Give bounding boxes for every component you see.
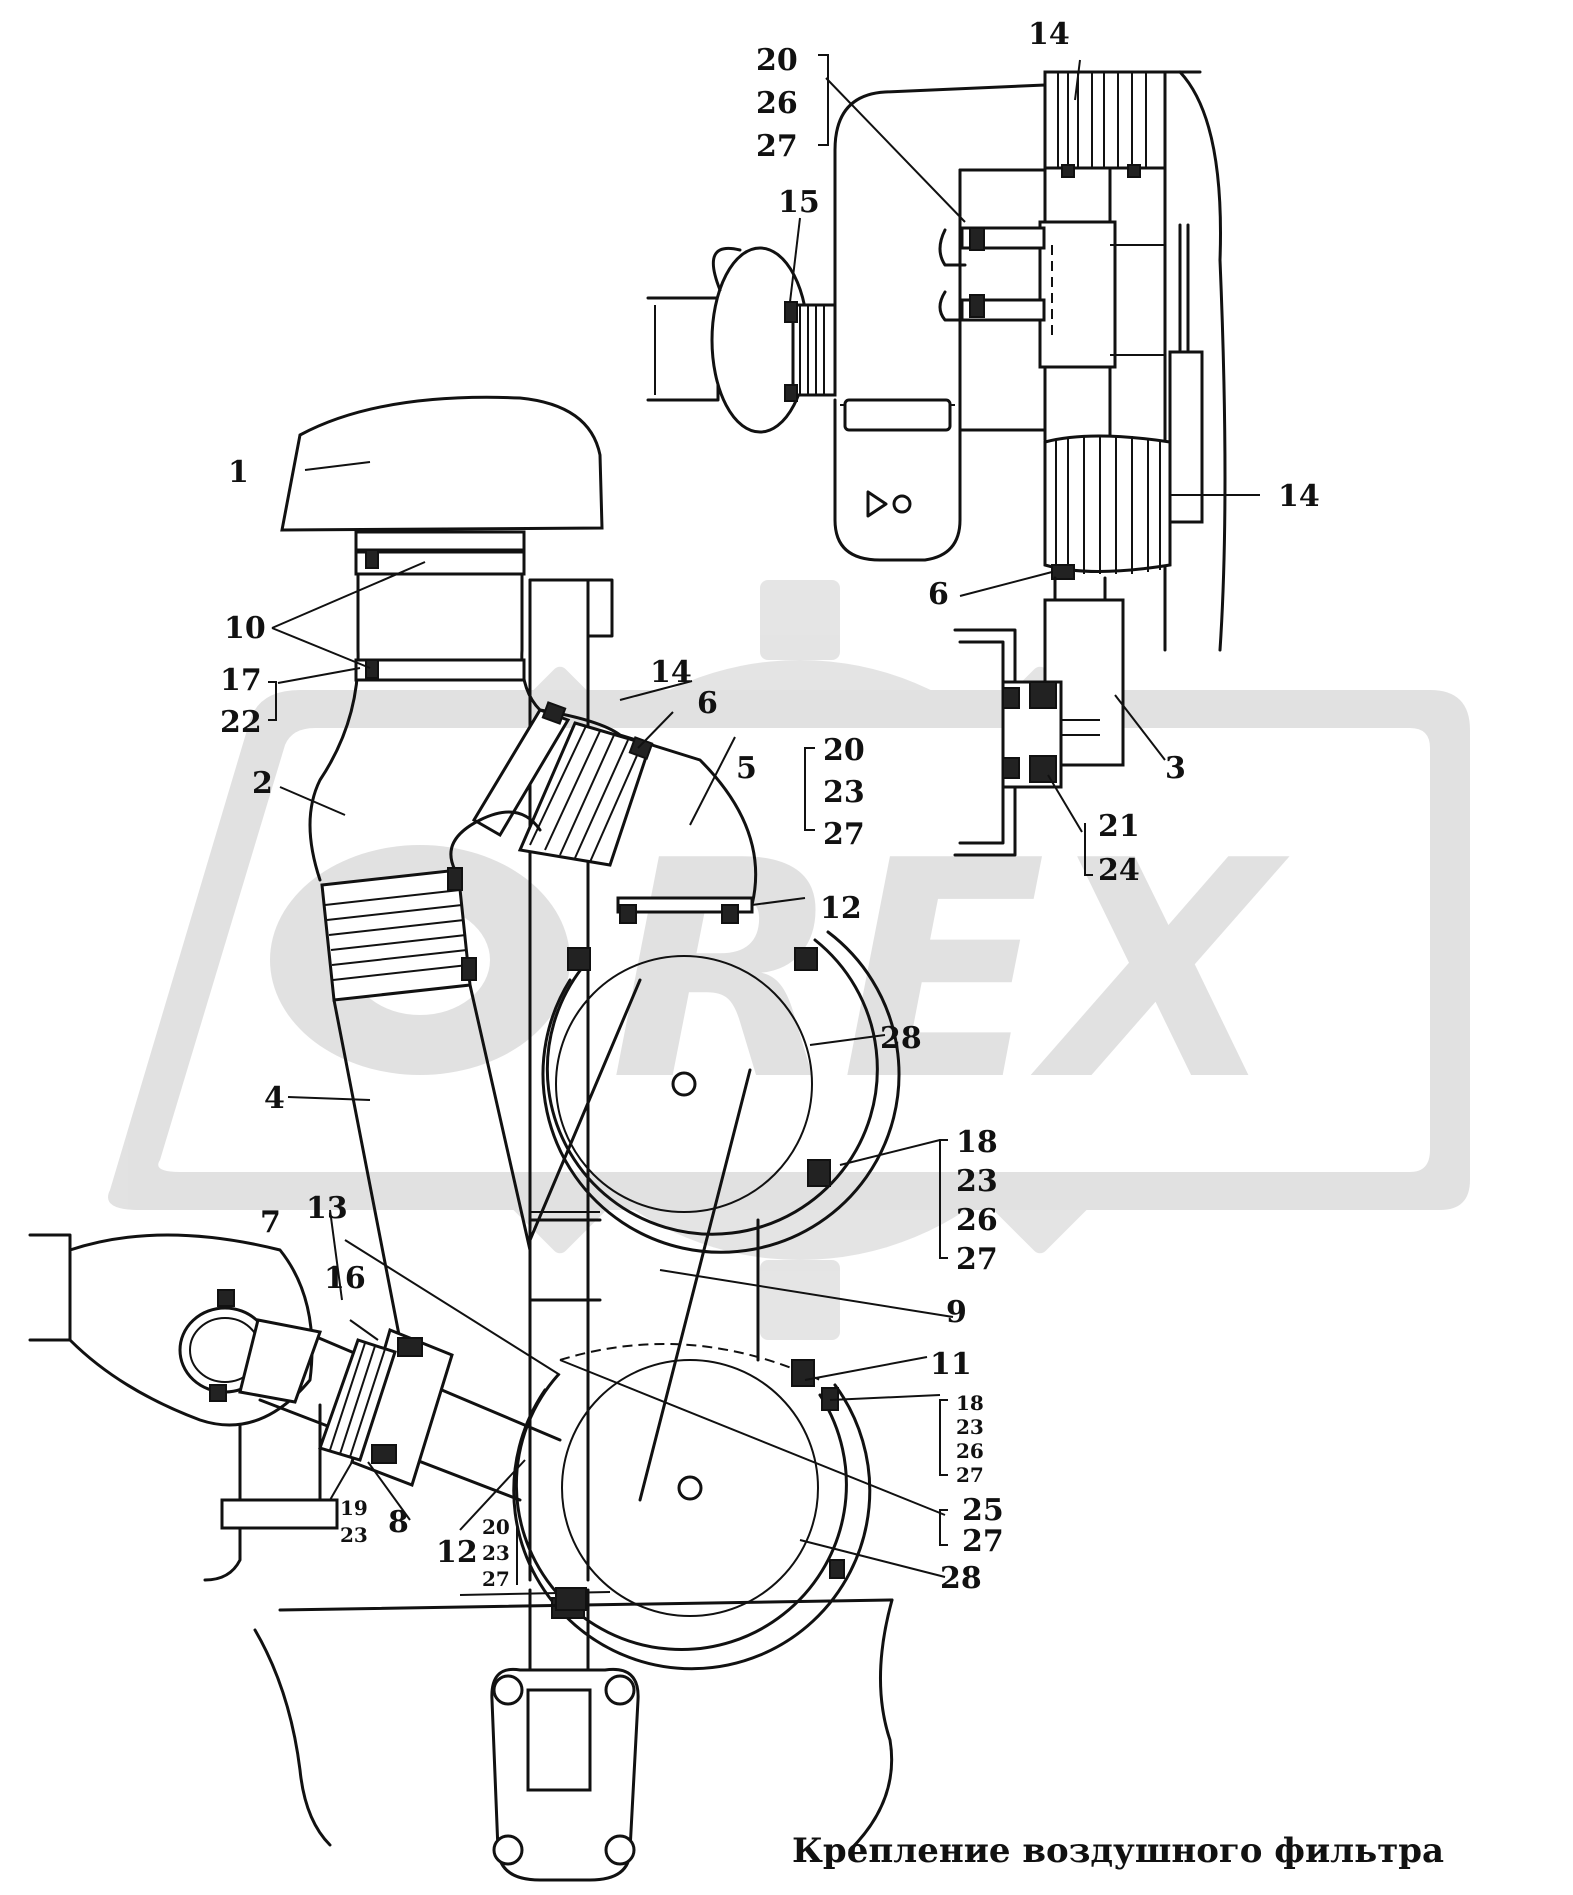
- callout-6-middle: 6: [697, 686, 718, 721]
- callout-14-middle: 14: [650, 655, 692, 690]
- callout-12-lower: 12: [436, 1535, 478, 1570]
- callout-14-right: 14: [1278, 479, 1320, 514]
- group-right-small-1: 18: [956, 1391, 984, 1415]
- callout-7: 7: [260, 1205, 281, 1240]
- watermark-logo: REX: [108, 580, 1470, 1340]
- callout-4: 4: [264, 1081, 285, 1116]
- callout-14-top: 14: [1028, 17, 1070, 52]
- group-21-24-1: 21: [1098, 809, 1140, 844]
- callout-11: 11: [930, 1347, 972, 1382]
- callouts: 1 2 3 4 5 6 6 7 8 9 10 11 12 12 13 14 14…: [220, 17, 1320, 1596]
- callout-13: 13: [306, 1191, 348, 1226]
- group-top-right-1: 20: [756, 43, 798, 78]
- group-mid-2: 23: [823, 775, 865, 810]
- callout-2: 2: [252, 766, 273, 801]
- callout-15: 15: [778, 185, 820, 220]
- diagram-caption: Крепление воздушного фильтра: [792, 1831, 1444, 1871]
- callout-27-e: 27: [962, 1524, 1004, 1559]
- group-brackets: [268, 54, 1093, 1585]
- group-right-1: 18: [956, 1125, 998, 1160]
- callout-16: 16: [324, 1261, 366, 1296]
- callout-6-upper: 6: [928, 577, 949, 612]
- group-17-22-1: 17: [220, 663, 262, 698]
- callout-3: 3: [1165, 751, 1186, 786]
- upper-assembly: [646, 70, 1227, 857]
- callout-9: 9: [946, 1295, 967, 1330]
- group-top-right-3: 27: [756, 129, 798, 164]
- group-right-small-4: 27: [956, 1463, 984, 1487]
- callout-10: 10: [224, 611, 266, 646]
- group-bottom-2: 23: [482, 1541, 510, 1565]
- callout-28-lower: 28: [940, 1561, 982, 1596]
- group-bottom-3: 27: [482, 1567, 510, 1591]
- group-top-right-2: 26: [756, 86, 798, 121]
- group-right-small-2: 23: [956, 1415, 984, 1439]
- callout-12-upper: 12: [820, 891, 862, 926]
- group-21-24-2: 24: [1098, 853, 1140, 888]
- callout-5: 5: [736, 751, 757, 786]
- group-right-small-3: 26: [956, 1439, 984, 1463]
- group-right-4: 27: [956, 1242, 998, 1277]
- callout-25: 25: [962, 1493, 1004, 1528]
- group-mid-1: 20: [823, 733, 865, 768]
- group-bottom-1: 20: [482, 1515, 510, 1539]
- watermark-text: REX: [610, 797, 1290, 1146]
- leader-lines: [271, 59, 1260, 1578]
- callout-8: 8: [388, 1505, 409, 1540]
- group-17-22-2: 22: [220, 705, 262, 740]
- group-19-23-1: 19: [340, 1496, 368, 1520]
- callout-28-upper: 28: [880, 1021, 922, 1056]
- main-assembly: [28, 395, 901, 1882]
- group-mid-3: 27: [823, 817, 865, 852]
- callout-1: 1: [228, 455, 249, 490]
- group-19-23-2: 23: [340, 1523, 368, 1547]
- group-right-2: 23: [956, 1164, 998, 1199]
- group-right-3: 26: [956, 1203, 998, 1238]
